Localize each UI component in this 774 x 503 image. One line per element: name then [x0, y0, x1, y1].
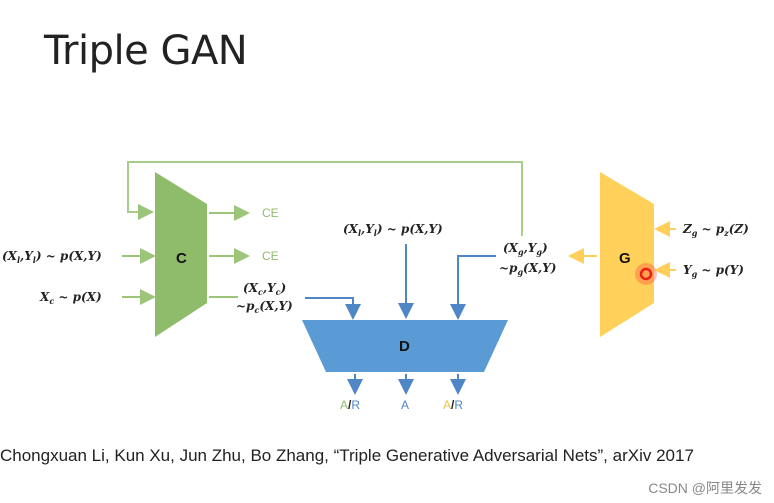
discriminator-box [302, 320, 508, 372]
c-output-pair-bottom: ~pc(X,Y) [236, 299, 293, 315]
g-input-label-1: Zg ~ pz(Z) [682, 222, 749, 238]
classifier-label: C [176, 250, 187, 267]
feedback-line [127, 161, 523, 236]
cursor-icon [639, 267, 653, 281]
d-output-3: A/R [443, 398, 463, 412]
g-output-pair-bottom: ~pg(X,Y) [499, 261, 556, 277]
generator-label: G [619, 250, 631, 267]
classifier-box [155, 172, 207, 337]
g-output-pair-top: (Xg,Yg) [503, 241, 548, 257]
d-output-2: A [401, 398, 409, 412]
c-output-pair-top: (Xc,Yc) [243, 281, 286, 297]
ce-label-1: CE [262, 206, 279, 220]
g-to-d-arrow [450, 255, 496, 320]
d-input-label: (Xl,Yl) ~ p(X,Y) [343, 222, 443, 238]
slide-title: Triple GAN [44, 28, 248, 74]
generator-box [600, 172, 654, 337]
c-to-d-arrow [305, 297, 361, 320]
g-input-label-2: Yg ~ p(Y) [683, 263, 744, 279]
discriminator-label: D [399, 338, 410, 355]
watermark: CSDN @阿里发发 [648, 480, 762, 496]
cursor-highlight [635, 263, 657, 285]
citation: Chongxuan Li, Kun Xu, Jun Zhu, Bo Zhang,… [0, 446, 694, 465]
c-input-label-1: (Xl,Yl) ~ p(X,Y) [2, 249, 102, 265]
c-input-label-2: Xc ~ p(X) [39, 290, 102, 306]
ce-label-2: CE [262, 249, 279, 263]
d-output-1: A/R [340, 398, 360, 412]
